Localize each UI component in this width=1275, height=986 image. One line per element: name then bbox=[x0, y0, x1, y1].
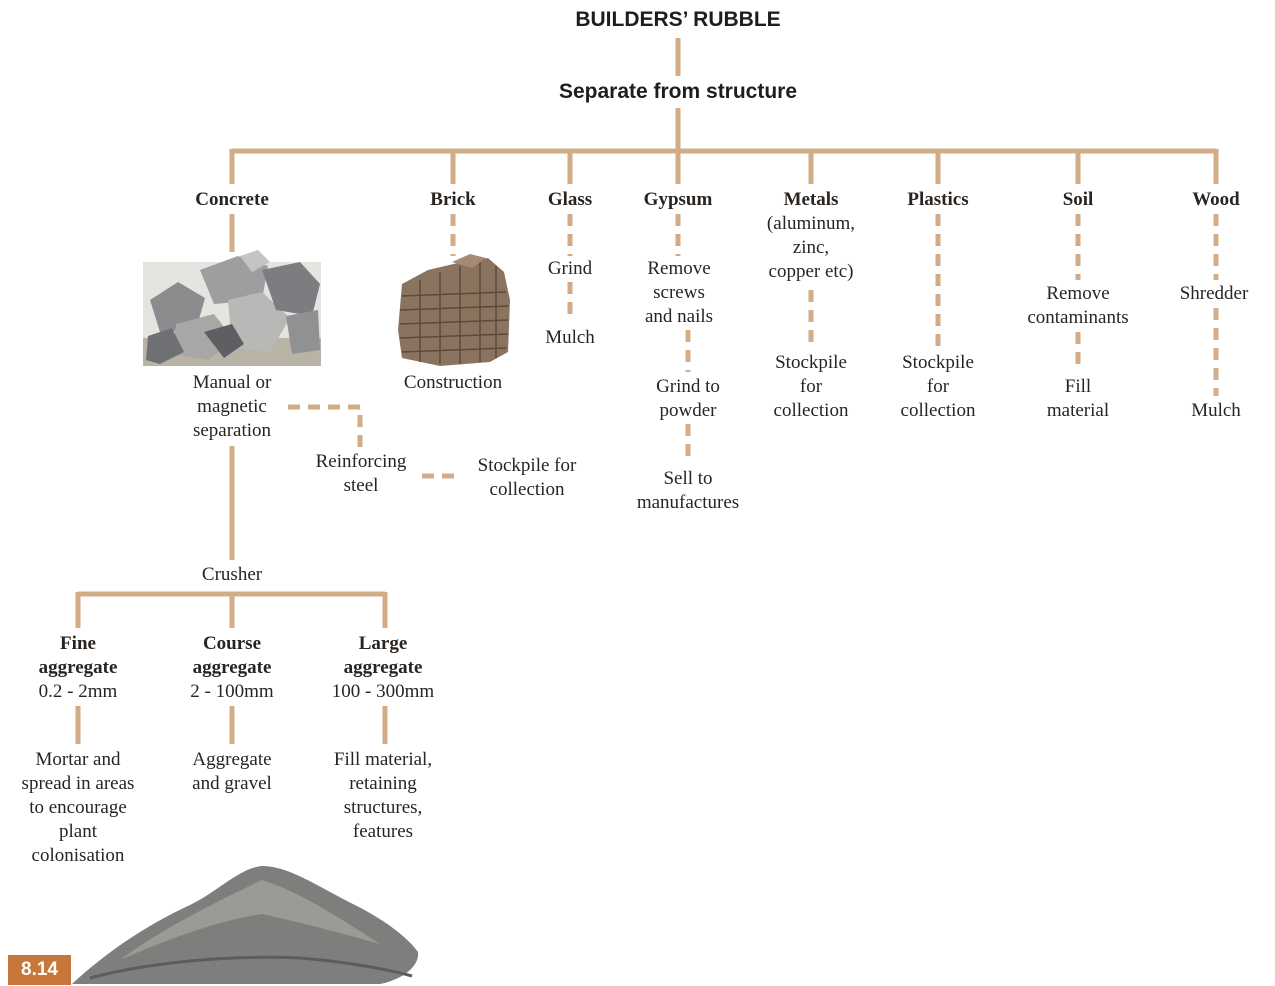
material-soil: Soil bbox=[1062, 189, 1094, 210]
material-metals: Metals bbox=[783, 189, 839, 210]
soil-remove-contaminants: Remove contaminants bbox=[1027, 283, 1129, 328]
concrete-crusher: Crusher bbox=[201, 564, 263, 585]
brick-construction: Construction bbox=[403, 372, 503, 393]
concrete-step-separation: Manual or magnetic separation bbox=[192, 372, 272, 441]
aggregate-large-size: 100 - 300mm bbox=[331, 681, 435, 702]
wood-mulch: Mulch bbox=[1191, 400, 1241, 421]
aggregate-course-size: 2 - 100mm bbox=[190, 681, 274, 702]
concrete-rubble-photo bbox=[143, 250, 321, 366]
aggregate-fine: Fine aggregate bbox=[38, 633, 118, 678]
steel-stockpile: Stockpile for collection bbox=[477, 455, 577, 500]
gypsum-grind-powder: Grind to powder bbox=[656, 376, 720, 421]
aggregate-course: Course aggregate bbox=[192, 633, 272, 678]
page-title: BUILDERS’ RUBBLE bbox=[575, 8, 781, 31]
material-glass: Glass bbox=[547, 189, 593, 210]
glass-mulch: Mulch bbox=[545, 327, 595, 348]
aggregate-fine-use: Mortar and spread in areas to encourage … bbox=[21, 749, 135, 866]
separation-to-steel bbox=[288, 404, 363, 447]
concrete-reinforcing-steel: Reinforcing steel bbox=[315, 451, 407, 496]
material-concrete: Concrete bbox=[195, 189, 269, 210]
gypsum-remove-screws: Remove screws and nails bbox=[644, 258, 714, 327]
aggregate-large-use: Fill material, retaining structures, fea… bbox=[333, 749, 433, 842]
aggregate-fine-size: 0.2 - 2mm bbox=[38, 681, 118, 702]
separate-step-label: Separate from structure bbox=[558, 80, 798, 103]
soil-fill-material: Fill material bbox=[1046, 376, 1110, 421]
material-plastics: Plastics bbox=[907, 189, 969, 210]
material-brick: Brick bbox=[430, 189, 476, 210]
figure-number-badge: 8.14 bbox=[8, 955, 71, 985]
brick-stack-photo bbox=[398, 254, 510, 366]
material-gypsum: Gypsum bbox=[643, 189, 713, 210]
glass-grind: Grind bbox=[547, 258, 593, 279]
plastics-stockpile: Stockpile for collection bbox=[900, 352, 976, 421]
gypsum-sell: Sell to manufactures bbox=[636, 468, 740, 513]
aggregate-course-use: Aggregate and gravel bbox=[192, 749, 272, 794]
wood-shredder: Shredder bbox=[1179, 283, 1249, 304]
material-wood: Wood bbox=[1192, 189, 1240, 210]
metals-stockpile: Stockpile for collection bbox=[773, 352, 849, 421]
metals-examples: (aluminum, zinc, copper etc) bbox=[766, 213, 856, 282]
gravel-pile-photo bbox=[72, 866, 419, 984]
aggregate-large: Large aggregate bbox=[343, 633, 423, 678]
